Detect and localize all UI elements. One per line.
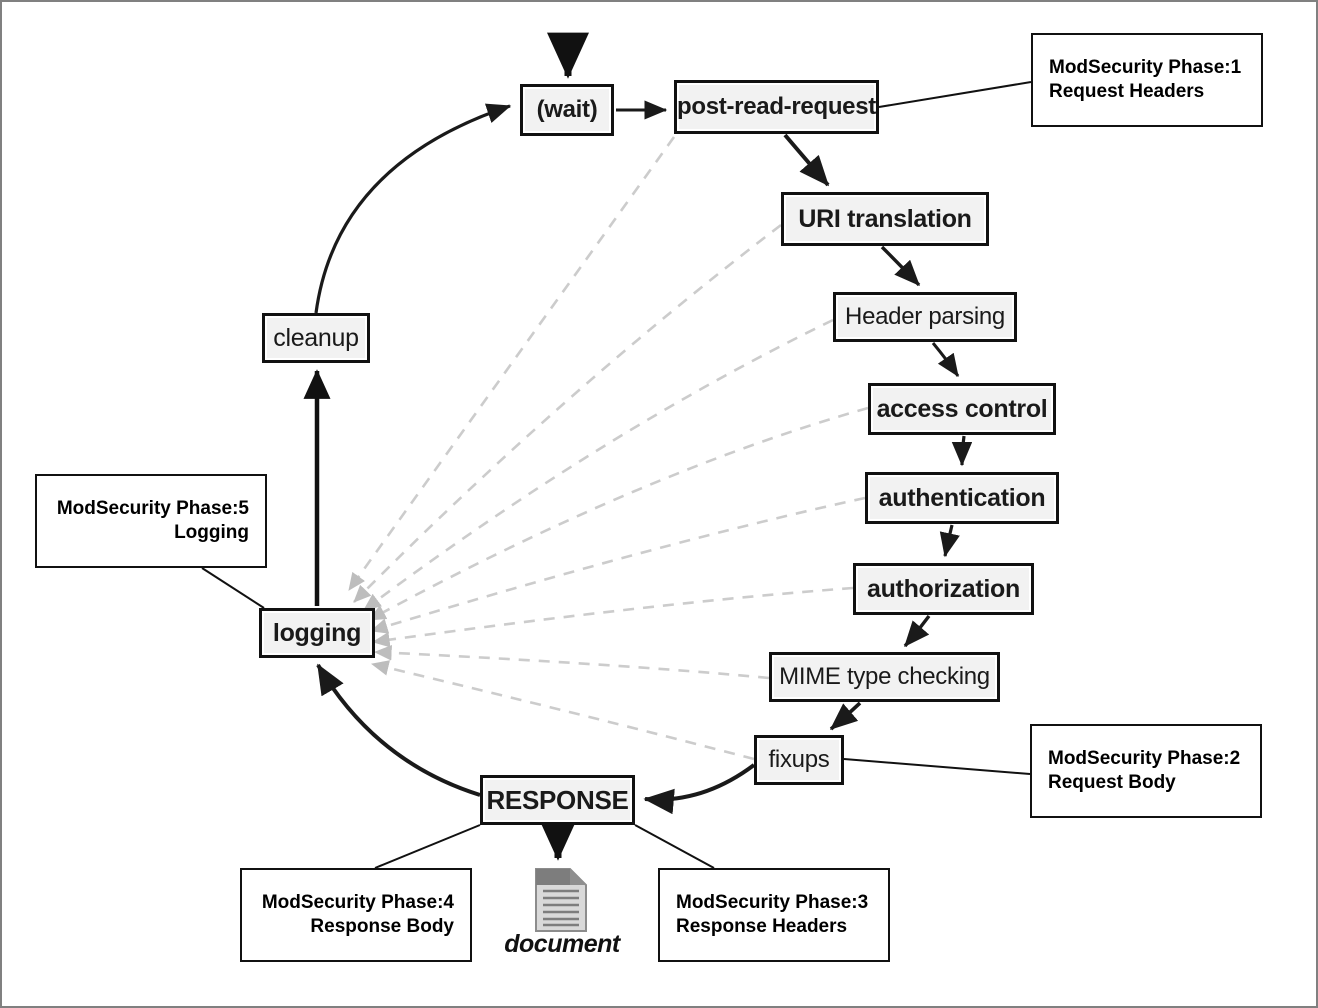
edge-header-to-access <box>931 342 960 377</box>
node-response-label: RESPONSE <box>486 784 629 815</box>
node-authorization-label: authorization <box>866 574 1021 603</box>
node-access-control[interactable]: access control <box>868 383 1056 435</box>
note-phase-4-line-2: Response Body <box>310 916 454 937</box>
edge-uri-to-header <box>880 245 921 287</box>
note-phase-1-line-1: ModSecurity Phase:1 <box>1049 56 1242 78</box>
node-mime-type-checking-label: MIME type checking <box>779 663 990 690</box>
note-modsecurity-phase-1: ModSecurity Phase:1 Request Headers <box>1031 33 1263 127</box>
node-authentication[interactable]: authentication <box>865 472 1059 524</box>
note-modsecurity-phase-3: ModSecurity Phase:3 Response Headers <box>658 868 890 962</box>
dashed-edge-authz-to-logging <box>371 586 854 648</box>
node-uri-translation[interactable]: URI translation <box>781 192 989 246</box>
node-uri-translation-label: URI translation <box>798 204 972 233</box>
edge-authz-to-mime <box>903 614 931 648</box>
note-phase-2-line-1: ModSecurity Phase:2 <box>1048 747 1241 769</box>
note-phase-2-line-2: Request Body <box>1048 772 1176 793</box>
connector-phase3 <box>634 824 715 869</box>
note-modsecurity-phase-4: ModSecurity Phase:4 Response Body <box>240 868 472 962</box>
edge-post-read-to-uri <box>783 133 830 187</box>
note-phase-3-line-2: Response Headers <box>676 916 848 937</box>
node-wait[interactable]: (wait) <box>520 84 614 136</box>
edge-fixups-to-response <box>643 763 756 815</box>
dashed-edge-mime-to-logging <box>373 645 770 680</box>
connector-phase1 <box>878 81 1032 108</box>
node-post-read-request-label: post-read-request <box>677 93 876 120</box>
note-phase-4-line-1: ModSecurity Phase:4 <box>261 891 454 913</box>
connector-phase5 <box>201 567 265 609</box>
note-modsecurity-phase-5: ModSecurity Phase:5 Logging <box>35 474 267 568</box>
node-header-parsing[interactable]: Header parsing <box>833 292 1017 342</box>
note-modsecurity-phase-2: ModSecurity Phase:2 Request Body <box>1030 724 1262 818</box>
node-header-parsing-label: Header parsing <box>845 303 1005 330</box>
node-cleanup-label: cleanup <box>273 323 359 352</box>
node-logging[interactable]: logging <box>259 608 375 658</box>
node-authorization[interactable]: authorization <box>853 563 1034 615</box>
note-phase-3-line-1: ModSecurity Phase:3 <box>676 891 869 913</box>
node-post-read-request[interactable]: post-read-request <box>674 80 879 134</box>
document-icon <box>535 868 587 932</box>
connector-phase2 <box>843 758 1031 775</box>
dashed-edge-header-to-logging <box>363 318 834 612</box>
edge-mime-to-fixups <box>829 701 862 731</box>
dashed-edge-uri-to-logging <box>353 223 782 603</box>
edge-access-to-auth <box>951 435 973 467</box>
connector-phase4 <box>374 824 481 869</box>
node-fixups[interactable]: fixups <box>754 735 844 785</box>
node-logging-label: logging <box>272 618 362 647</box>
dashed-edge-post-read-to-logging <box>347 136 676 591</box>
node-access-control-label: access control <box>876 394 1048 423</box>
edge-auth-to-authz <box>939 524 960 558</box>
node-response[interactable]: RESPONSE <box>480 775 635 825</box>
edge-cleanup-to-wait <box>314 103 512 314</box>
edge-response-to-logging <box>316 663 481 797</box>
node-mime-type-checking[interactable]: MIME type checking <box>769 652 1000 702</box>
node-cleanup[interactable]: cleanup <box>262 313 370 363</box>
dashed-edge-access-to-logging <box>368 406 869 622</box>
note-phase-5-line-1: ModSecurity Phase:5 <box>56 497 249 519</box>
dashed-edge-fixups-to-logging <box>370 660 755 761</box>
document-label: document <box>504 930 620 958</box>
node-wait-label: (wait) <box>536 96 598 123</box>
node-fixups-label: fixups <box>768 746 830 773</box>
note-phase-5-line-2: Logging <box>174 522 249 543</box>
note-phase-1-line-2: Request Headers <box>1049 81 1205 102</box>
node-authentication-label: authentication <box>878 483 1046 512</box>
dashed-edge-auth-to-logging <box>370 496 866 634</box>
